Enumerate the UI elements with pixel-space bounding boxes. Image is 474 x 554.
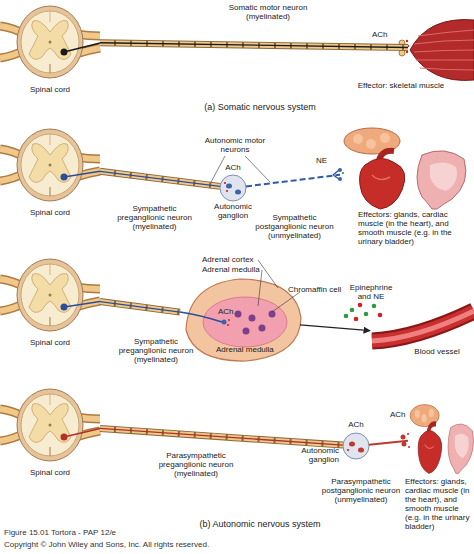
structure-label: Spinal cord xyxy=(20,339,80,348)
axon-stroke xyxy=(100,171,220,186)
structure-label: Spinal cord xyxy=(20,469,80,478)
axon-stroke xyxy=(300,325,370,331)
adrenal-gland: Adrenal cortexAdrenal medullaChromaffin … xyxy=(180,278,300,362)
autonomic-ganglion: AChAutonomic ganglion xyxy=(343,433,369,459)
effector-label: Effectors: glands, cardiac muscle (in th… xyxy=(405,478,474,532)
neuron-label: Sympathetic preganglionic neuron (myelin… xyxy=(112,338,200,365)
transmitter-label: ACh xyxy=(372,31,402,40)
flow-arrow xyxy=(300,325,370,331)
skeletal-muscle: Effector: skeletal muscle xyxy=(408,18,474,78)
neuron-label: Sympathetic preganglionic neuron (myelin… xyxy=(112,205,197,232)
transmitter-label: NE xyxy=(316,157,336,166)
axon-stroke xyxy=(100,302,180,313)
axon-stroke xyxy=(100,171,220,186)
myelinated-axon xyxy=(100,43,408,48)
transmitter-label: ACh xyxy=(208,164,258,173)
structure-label: Blood vessel xyxy=(402,348,472,357)
myelinated-axon xyxy=(100,171,220,186)
structure-label: Autonomic ganglion xyxy=(281,447,339,465)
effector-label: Effectors: glands, cardiac muscle (in th… xyxy=(358,211,474,247)
neuron-label: Parasympathetic postganglionic neuron (u… xyxy=(320,478,402,505)
axon-stroke xyxy=(100,43,408,48)
axon-stroke xyxy=(100,428,343,445)
axon-stroke xyxy=(100,302,180,313)
figure-caption: Figure 15.01 Tortora - PAP 12/e xyxy=(4,529,304,538)
neuron-label: Parasympathetic preganglionic neuron (my… xyxy=(150,452,242,479)
blood-vessel: Blood vessel xyxy=(370,308,474,362)
spinal-cord: Spinal cord xyxy=(0,385,100,465)
neuron-label: Sympathetic postganglionic neuron (unmye… xyxy=(252,214,337,241)
axon-stroke xyxy=(100,43,408,48)
myelinated-axon xyxy=(100,302,180,313)
neuron-label: Somatic motor neuron (myelinated) xyxy=(228,4,308,22)
axon-stroke xyxy=(100,302,180,313)
autonomic-ganglion: AChAutonomic ganglion xyxy=(220,175,246,201)
structure-label: Spinal cord xyxy=(20,86,80,95)
unmyelinated-axon xyxy=(369,441,408,445)
panel-caption: (b) Autonomic nervous system xyxy=(150,519,370,529)
axon-stroke xyxy=(100,171,220,186)
effector-label: Effector: skeletal muscle xyxy=(330,82,472,91)
spinal-cord: Spinal cord xyxy=(0,255,100,335)
panel-caption: (a) Somatic nervous system xyxy=(150,102,370,112)
neuron-label: Autonomic motor neurons xyxy=(195,137,275,155)
structure-label: Spinal cord xyxy=(20,209,80,218)
unmyelinated-axon xyxy=(246,175,340,187)
transmitter-label: ACh xyxy=(390,411,420,420)
hormone-label: Epinephrine and NE xyxy=(346,284,396,302)
axon-stroke xyxy=(100,428,343,445)
transmitter-label: ACh xyxy=(218,308,248,317)
myelinated-axon xyxy=(100,428,343,445)
copyright-notice: Copyright © John Wiley and Sons, Inc. Al… xyxy=(4,541,344,550)
spinal-cord: Spinal cord xyxy=(0,2,100,82)
structure-label: Adrenal medulla xyxy=(216,346,286,355)
structure-label: Chromaffin cell xyxy=(288,286,348,295)
effector-organs: Effectors: glands, cardiac muscle (in th… xyxy=(340,125,474,208)
spinal-cord: Spinal cord xyxy=(0,125,100,205)
structure-label: Adrenal medulla xyxy=(202,266,272,275)
transmitter-label: ACh xyxy=(331,421,381,430)
structure-label: Autonomic ganglion xyxy=(198,203,268,221)
axon-stroke xyxy=(100,428,343,445)
effector-organs: Effectors: glands, cardiac muscle (in th… xyxy=(408,400,474,475)
axon-stroke xyxy=(369,441,408,445)
axon-stroke xyxy=(100,43,408,48)
axon-stroke xyxy=(246,175,340,187)
structure-label: Adrenal cortex xyxy=(202,256,272,265)
